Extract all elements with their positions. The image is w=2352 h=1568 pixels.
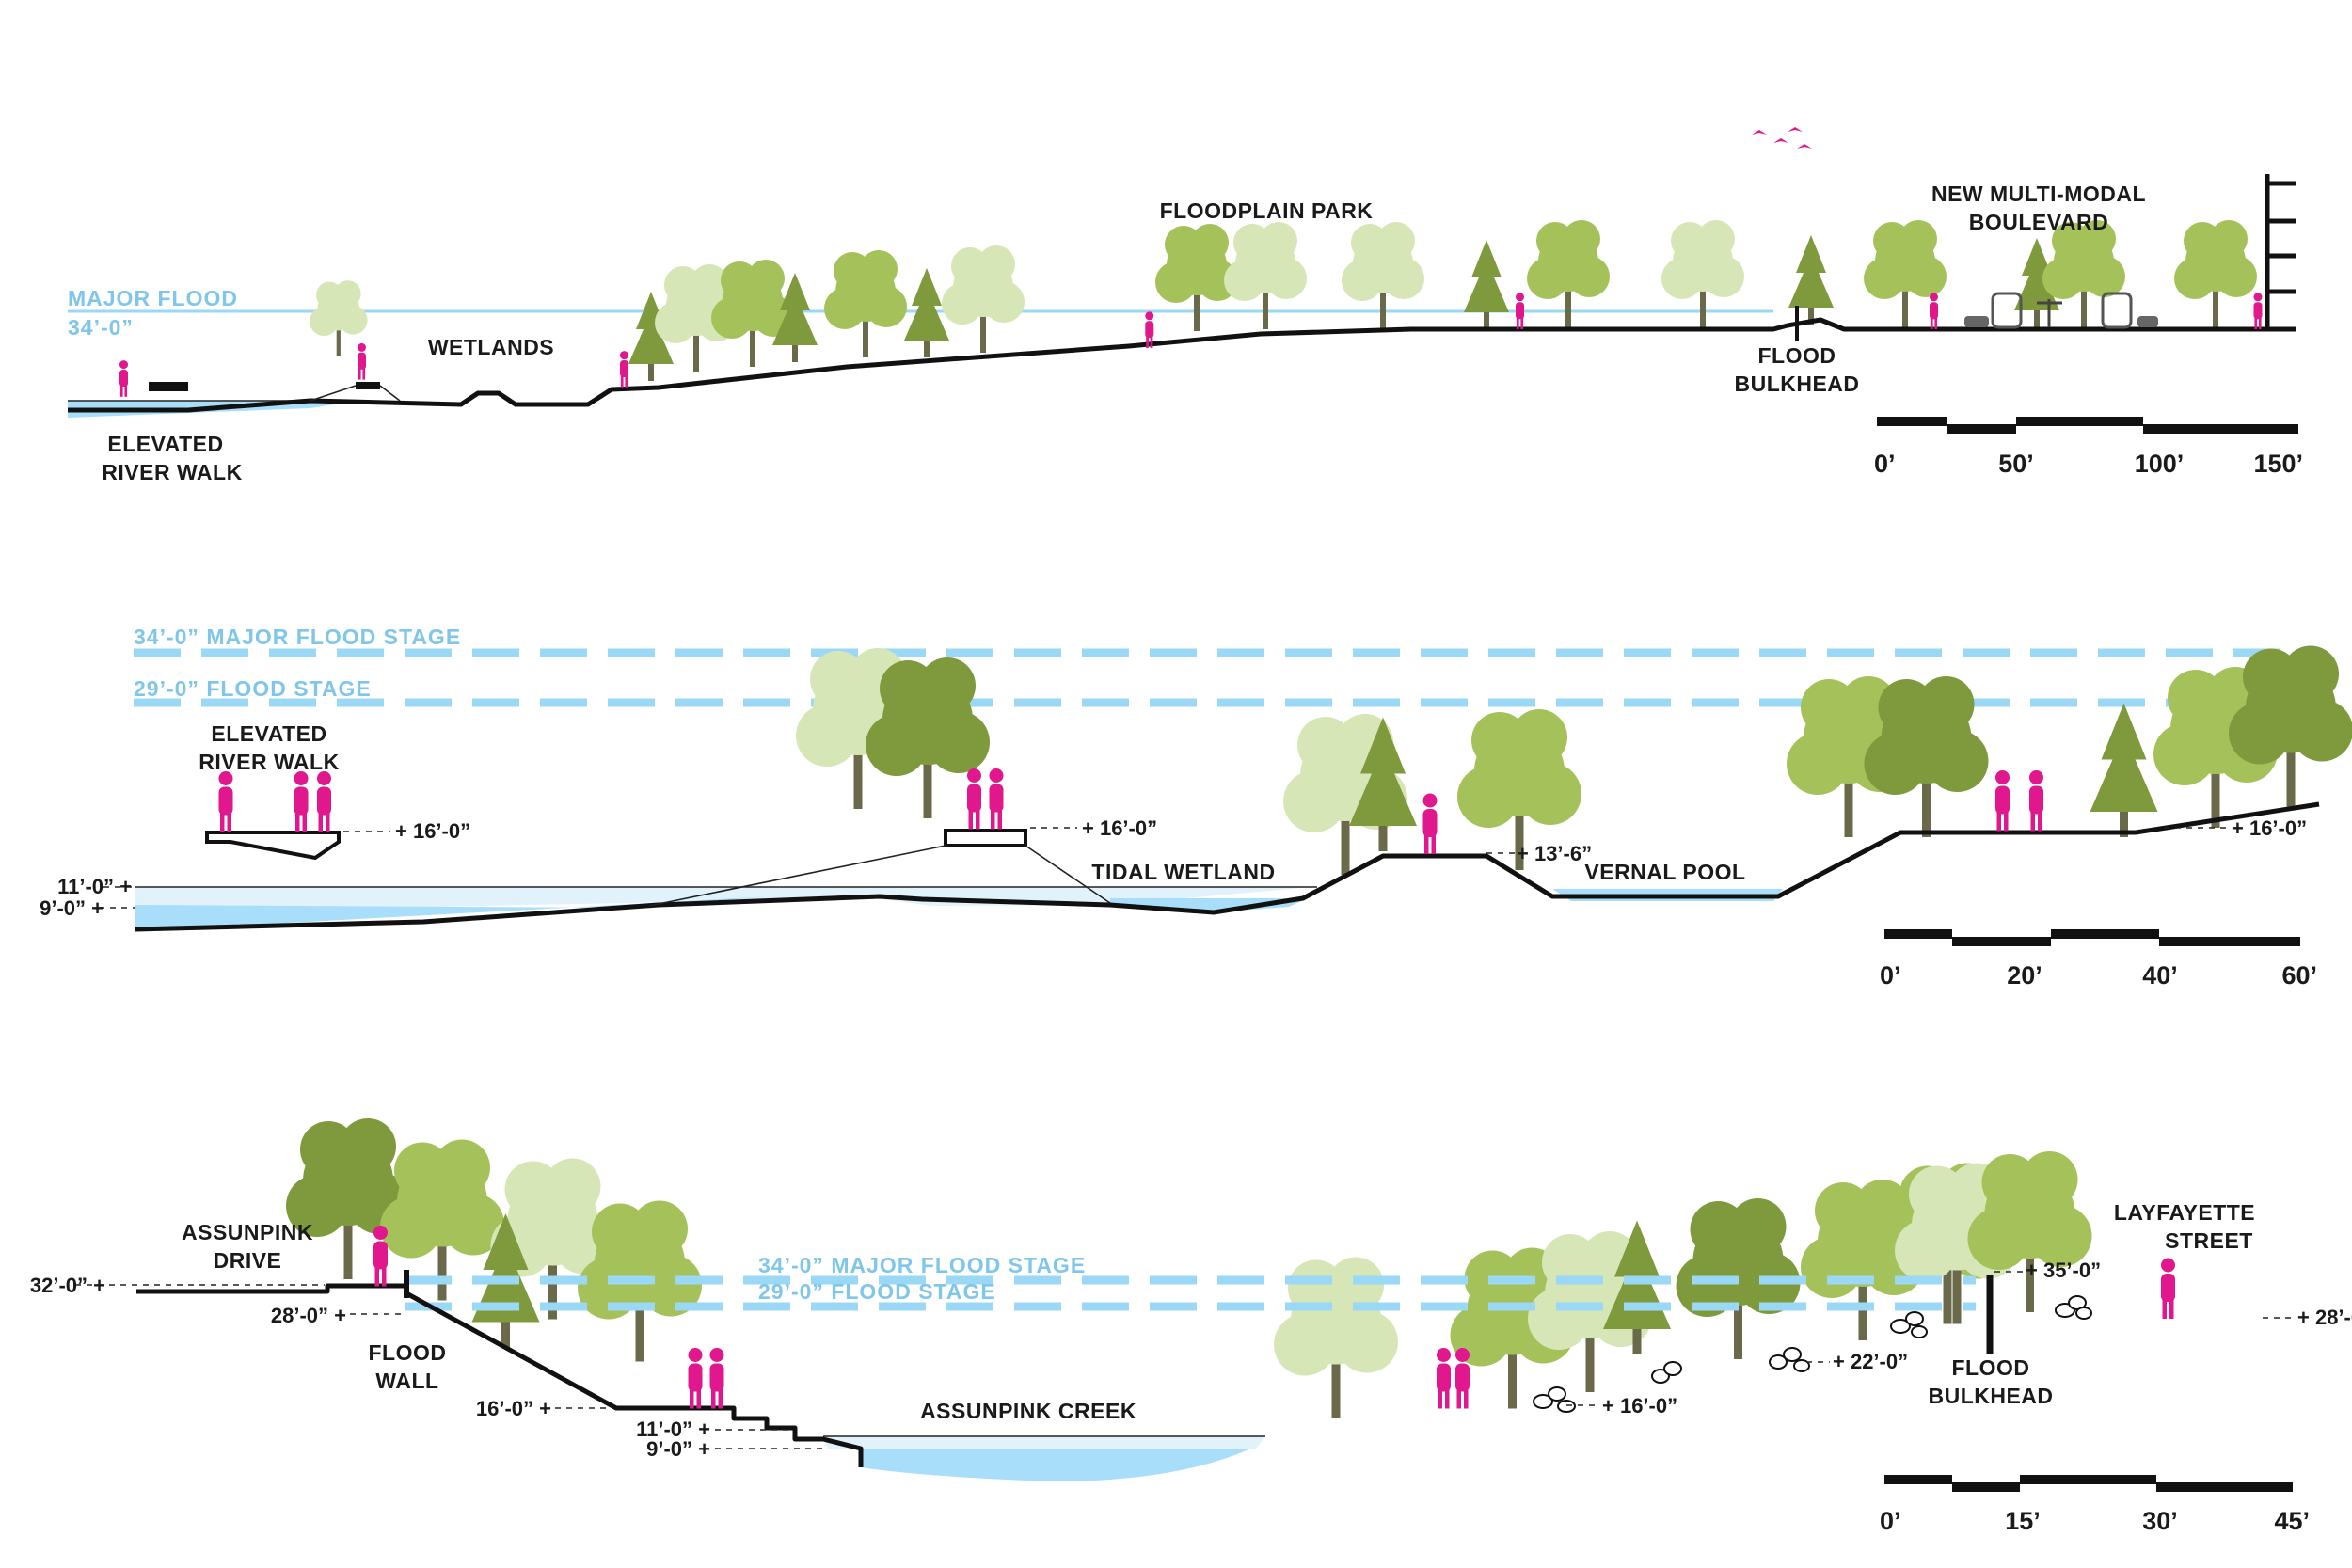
shelter bbox=[2037, 299, 2062, 327]
svg-text:45’: 45’ bbox=[2274, 1507, 2310, 1535]
people-section-2 bbox=[218, 768, 2043, 854]
label-assunpink-creek: ASSUNPINK CREEK bbox=[920, 1399, 1136, 1423]
elev-28-right: + 28’-0” bbox=[2297, 1306, 2352, 1329]
elev-16-right: + 16’-0” bbox=[1602, 1394, 1677, 1418]
svg-text:40’: 40’ bbox=[2142, 961, 2178, 990]
label-vernal-pool: VERNAL POOL bbox=[1584, 860, 1745, 884]
elev-35: + 35’-0” bbox=[2026, 1259, 2101, 1282]
elevated-river-walk-1 bbox=[149, 382, 188, 391]
creek-water bbox=[861, 1449, 1251, 1481]
flood-stage-label-2: 29’-0” FLOOD STAGE bbox=[134, 676, 372, 701]
label-assunpink-drive-b: DRIVE bbox=[214, 1248, 282, 1273]
building bbox=[2265, 174, 2296, 329]
elev-16-b: + 16’-0” bbox=[1082, 816, 1157, 840]
elev-9: 9’-0” + bbox=[40, 896, 103, 920]
label-tidal-wetland: TIDAL WETLAND bbox=[1091, 860, 1275, 884]
elev-16-left: 16’-0” + bbox=[476, 1397, 551, 1420]
svg-text:20’: 20’ bbox=[2007, 961, 2042, 990]
svg-text:0’: 0’ bbox=[1874, 450, 1896, 478]
svg-text:15’: 15’ bbox=[2005, 1507, 2041, 1535]
elev-11: 11’-0” + bbox=[636, 1418, 710, 1441]
label-layfayette-street-a: LAYFAYETTE bbox=[2114, 1200, 2255, 1225]
section-3: 34’-0” MAJOR FLOOD STAGE 29’-0” FLOOD ST… bbox=[30, 1118, 2352, 1535]
label-flood-bulkhead-3a: FLOOD bbox=[1952, 1355, 2030, 1380]
creek-water-light bbox=[823, 1436, 1265, 1449]
trees-section-1 bbox=[310, 220, 2257, 381]
scale-bar-2: 0’ 20’ 40’ 60’ bbox=[1880, 929, 2317, 990]
major-flood-value: 34’-0” bbox=[68, 315, 134, 340]
major-flood-stage-label-2: 34’-0” MAJOR FLOOD STAGE bbox=[134, 625, 461, 649]
ground-profile-1 bbox=[68, 317, 2296, 413]
elev-11: 11’-0” + bbox=[57, 875, 132, 898]
label-boulevard-a: NEW MULTI-MODAL bbox=[1931, 182, 2146, 206]
scale-bar-3: 0’ 15’ 30’ 45’ bbox=[1880, 1475, 2310, 1535]
elev-22: + 22’-0” bbox=[1833, 1350, 1908, 1373]
tram-1 bbox=[1991, 292, 2023, 329]
label-floodplain-park: FLOODPLAIN PARK bbox=[1160, 198, 1374, 223]
svg-text:30’: 30’ bbox=[2142, 1507, 2178, 1535]
elev-16-c: + 16’-0” bbox=[2232, 816, 2307, 840]
label-elevated-river-walk-1a: ELEVATED bbox=[107, 432, 223, 456]
section-1: MAJOR FLOOD 34’-0” bbox=[68, 127, 2303, 484]
label-wetlands: WETLANDS bbox=[428, 335, 554, 359]
boardwalk-2 bbox=[944, 829, 1027, 847]
car-2 bbox=[2137, 316, 2158, 327]
label-flood-wall-b: WALL bbox=[375, 1369, 438, 1393]
elev-32: 32’-0” + bbox=[30, 1274, 105, 1297]
label-elevated-river-walk-2b: RIVER WALK bbox=[199, 750, 339, 774]
birds bbox=[1752, 127, 1812, 149]
label-layfayette-street-b: STREET bbox=[2165, 1228, 2253, 1253]
label-flood-wall-a: FLOOD bbox=[369, 1340, 447, 1365]
major-flood-stage-label-3: 34’-0” MAJOR FLOOD STAGE bbox=[758, 1253, 1086, 1277]
label-flood-bulkhead-1a: FLOOD bbox=[1758, 343, 1836, 368]
elev-16-a: + 16’-0” bbox=[395, 819, 470, 843]
elevated-river-walk-2 bbox=[205, 831, 341, 861]
label-elevated-river-walk-1b: RIVER WALK bbox=[102, 460, 242, 484]
scale-bar-1: 0’ 50’ 100’ 150’ bbox=[1874, 417, 2303, 478]
label-elevated-river-walk-2a: ELEVATED bbox=[211, 721, 326, 746]
elev-9: 9’-0” + bbox=[646, 1437, 710, 1461]
elev-28-left: 28’-0” + bbox=[271, 1304, 346, 1327]
elev-13-6: + 13’-6” bbox=[1517, 842, 1592, 865]
svg-text:60’: 60’ bbox=[2281, 961, 2317, 990]
boulders bbox=[1533, 1295, 2092, 1413]
section-2: 34’-0” MAJOR FLOOD STAGE 29’-0” FLOOD ST… bbox=[40, 625, 2352, 990]
tram-2 bbox=[2101, 292, 2133, 329]
label-assunpink-drive-a: ASSUNPINK bbox=[182, 1220, 313, 1244]
car-1 bbox=[1964, 316, 1989, 327]
svg-text:0’: 0’ bbox=[1880, 961, 1901, 990]
major-flood-label: MAJOR FLOOD bbox=[68, 286, 238, 310]
ground-profile-3 bbox=[136, 1283, 864, 1467]
label-boulevard-b: BOULEVARD bbox=[1969, 210, 2108, 234]
ground-profile-2 bbox=[135, 801, 2320, 932]
svg-text:150’: 150’ bbox=[2253, 450, 2303, 478]
svg-text:100’: 100’ bbox=[2135, 450, 2185, 478]
water-2 bbox=[135, 896, 771, 931]
svg-text:0’: 0’ bbox=[1880, 1507, 1901, 1535]
label-flood-bulkhead-1b: BULKHEAD bbox=[1734, 372, 1859, 396]
label-flood-bulkhead-3b: BULKHEAD bbox=[1928, 1384, 2053, 1408]
svg-text:50’: 50’ bbox=[1998, 450, 2034, 478]
flood-stage-label-3: 29’-0” FLOOD STAGE bbox=[758, 1279, 996, 1304]
trees-section-2 bbox=[796, 645, 2352, 875]
tidal-water bbox=[1110, 898, 1308, 912]
